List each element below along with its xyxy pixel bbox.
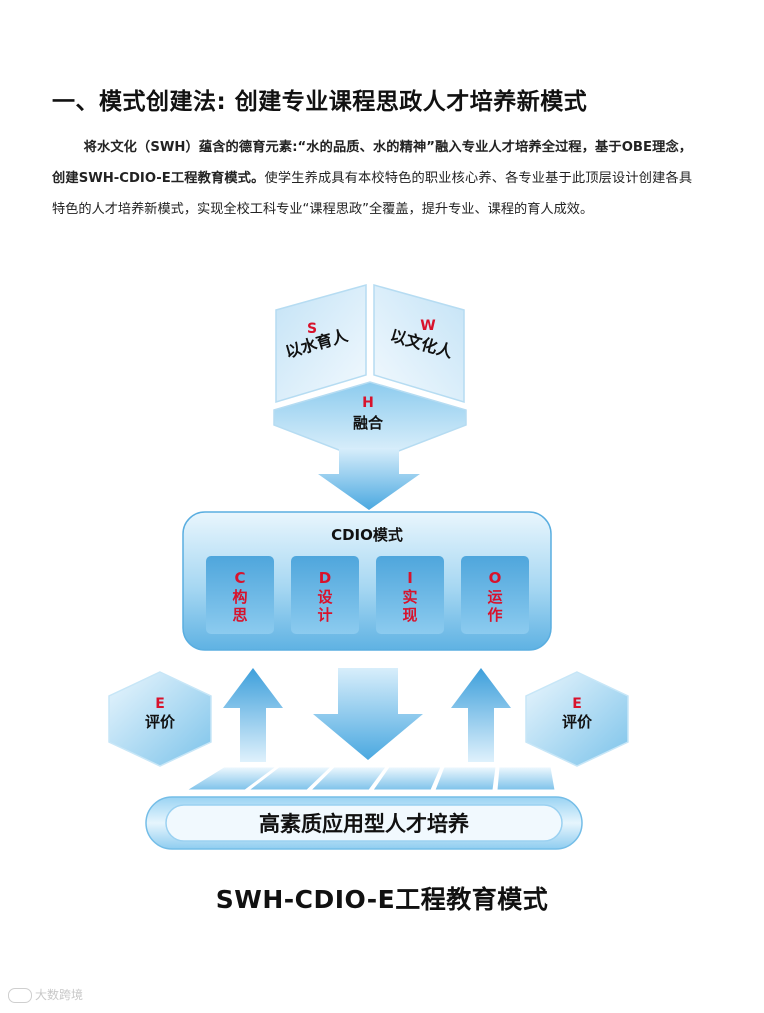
diagram-caption: SWH-CDIO-E工程教育模式 [0,880,764,916]
cdio-box-d-label-1: 设 [317,588,332,606]
section-heading: 一、模式创建法: 创建专业课程思政人才培养新模式 [52,82,742,116]
cdio-box-i: I 实 现 [376,556,444,634]
right-hex-letter: E [572,696,582,712]
cdio-panel: CDIO模式 C 构 思 D 设 计 I 实 现 O 运 作 [183,512,551,650]
intro-paragraph: 将水文化（SWH）蕴含的德育元素:“水的品质、水的精神”融入专业人才培养全过程，… [52,132,692,225]
watermark-logo-icon [8,988,32,1003]
swh-cube: S 以水育人 W 以文化人 H 融合 [274,285,466,462]
left-hex-label: 评价 [145,713,176,731]
tile-row [187,767,555,790]
right-hex-label: 评价 [562,713,593,731]
watermark-text: 大数跨境 [35,988,83,1002]
cdio-box-c-letter: C [234,569,245,587]
cdio-box-i-label-2: 现 [402,606,417,624]
cdio-box-c-label-1: 构 [232,588,247,606]
cdio-box-d: D 设 计 [291,556,359,634]
arrow-up-right [451,668,511,762]
watermark: 大数跨境 [8,986,83,1003]
cube-right-letter: W [420,318,435,334]
right-evaluation-hex: E 评价 [526,672,628,766]
arrow-down-top [318,448,420,510]
left-hex-letter: E [155,696,165,712]
cdio-box-o-label-1: 运 [487,588,502,606]
left-evaluation-hex: E 评价 [109,672,211,766]
cube-bottom-label: 融合 [353,414,384,432]
cdio-box-d-letter: D [319,569,331,587]
cdio-box-o-letter: O [489,569,502,587]
cdio-box-c-label-2: 思 [232,606,247,624]
arrow-up-left [223,668,283,762]
swh-cdio-e-diagram: S 以水育人 W 以文化人 H 融合 CDIO模式 C 构 思 D 设 计 I … [0,270,764,860]
cdio-box-c: C 构 思 [206,556,274,634]
base-label: 高素质应用型人才培养 [259,812,469,836]
cdio-title: CDIO模式 [331,526,403,544]
cdio-box-o: O 运 作 [461,556,529,634]
base-talent-bar: 高素质应用型人才培养 [146,797,582,849]
cdio-box-i-label-1: 实 [402,588,417,606]
cdio-box-d-label-2: 计 [317,606,332,624]
arrow-down-center [313,668,423,760]
cdio-box-o-label-2: 作 [487,606,502,624]
cube-bottom-letter: H [362,395,374,411]
cdio-box-i-letter: I [407,569,413,587]
